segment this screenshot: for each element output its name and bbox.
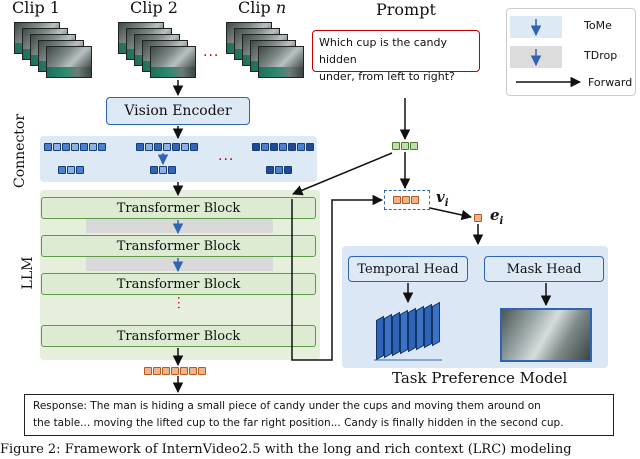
vi-dashed-box	[384, 190, 430, 210]
connector-ellipsis: ...	[218, 148, 235, 164]
token	[144, 367, 152, 375]
token	[171, 367, 179, 375]
clip-2-title: Clip 2	[130, 0, 178, 17]
clip-n-title: Clip n	[238, 0, 286, 17]
token	[80, 143, 88, 151]
clip-1-frame	[46, 46, 92, 78]
vi-label: vi	[436, 188, 449, 209]
vi-token	[411, 196, 419, 204]
token	[145, 143, 153, 151]
prompt-text-line2: under, from left to right?	[319, 70, 455, 83]
token	[136, 143, 144, 151]
vision-encoder-box: Vision Encoder	[106, 97, 250, 125]
transformer-block-3: Transformer Block	[41, 273, 316, 295]
token	[252, 143, 260, 151]
llm-ellipsis: ...	[175, 296, 189, 311]
mask-output-image	[500, 308, 592, 362]
token	[58, 166, 66, 174]
token	[172, 143, 180, 151]
ei-label-main: e	[490, 206, 500, 224]
mask-head-box: Mask Head	[484, 256, 604, 282]
ei-label-sub: i	[499, 216, 504, 227]
token	[306, 143, 314, 151]
ei-token	[474, 214, 482, 222]
transformer-block-4: Transformer Block	[41, 325, 316, 347]
token	[98, 143, 106, 151]
vi-token	[393, 196, 401, 204]
token	[67, 166, 75, 174]
token	[284, 166, 292, 174]
arrow-vi-to-ei	[429, 207, 473, 221]
token	[71, 143, 79, 151]
response-box: Response: The man is hiding a small piec…	[24, 394, 614, 436]
token	[53, 143, 61, 151]
line-llm-tap	[291, 194, 384, 361]
token	[275, 166, 283, 174]
clip-ellipsis: ...	[203, 44, 220, 60]
vi-label-sub: i	[444, 198, 449, 209]
token	[288, 143, 296, 151]
temporal-head-box: Temporal Head	[348, 256, 468, 282]
token	[261, 143, 269, 151]
legend-forward-label: Forward	[588, 76, 633, 89]
clip-n-frame	[258, 46, 304, 78]
token	[297, 143, 305, 151]
token	[62, 143, 70, 151]
clip-n-var: n	[275, 0, 287, 17]
figure-caption: Figure 2: Framework of InternVideo2.5 wi…	[0, 442, 572, 457]
clip-2-frame	[150, 46, 196, 78]
token	[150, 166, 158, 174]
prompt-box: Which cup is the candy hidden under, fro…	[312, 30, 480, 83]
token	[401, 142, 409, 150]
ei-label: ei	[490, 206, 503, 227]
transformer-block-1: Transformer Block	[41, 197, 316, 219]
token	[266, 166, 274, 174]
clip-n-prefix: Clip	[238, 0, 276, 17]
vi-token	[402, 196, 410, 204]
token	[189, 367, 197, 375]
clip-1-title: Clip 1	[12, 0, 60, 17]
token	[168, 166, 176, 174]
prompt-text-line1: Which cup is the candy hidden	[319, 36, 448, 66]
token	[163, 143, 171, 151]
token	[162, 367, 170, 375]
token	[279, 143, 287, 151]
legend-tome-label: ToMe	[584, 19, 612, 32]
transformer-block-2: Transformer Block	[41, 235, 316, 257]
token	[154, 143, 162, 151]
task-preference-model-label: Task Preference Model	[392, 369, 568, 387]
prompt-title: Prompt	[376, 0, 436, 19]
token	[392, 142, 400, 150]
legend-tdrop-label: TDrop	[584, 49, 618, 62]
token	[198, 367, 206, 375]
token	[159, 166, 167, 174]
response-line1: Response: The man is hiding a small piec…	[33, 400, 541, 412]
token	[76, 166, 84, 174]
token	[153, 367, 161, 375]
arrow-prompt-tokens-to-llm	[292, 152, 393, 196]
token	[89, 143, 97, 151]
vi-label-main: v	[436, 188, 445, 206]
token	[180, 367, 188, 375]
token	[270, 143, 278, 151]
token	[181, 143, 189, 151]
response-line2: the table... moving the lifted cup to th…	[33, 417, 564, 429]
token	[190, 143, 198, 151]
token	[44, 143, 52, 151]
token	[410, 142, 418, 150]
